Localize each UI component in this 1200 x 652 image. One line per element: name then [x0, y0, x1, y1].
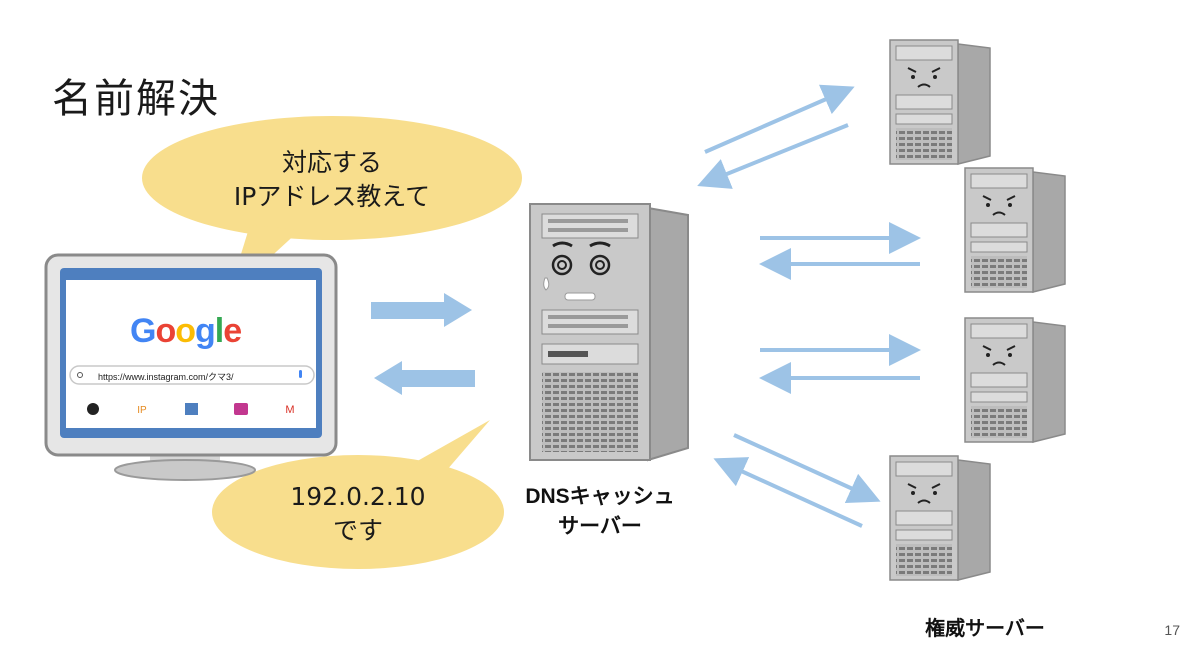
arrow-from-auth-4 [713, 457, 863, 528]
search-input: https://www.instagram.com/クマ3/ [98, 372, 234, 382]
google-letter-o1: o [155, 312, 176, 350]
shortcut-icon-1 [87, 403, 99, 415]
google-letter-g: G [130, 312, 156, 350]
google-letter-g2: g [195, 312, 216, 350]
auth-server-1 [889, 39, 991, 165]
google-logo: Google [130, 312, 242, 351]
google-letter-o2: o [175, 312, 196, 350]
question-text: 対応する IPアドレス教えて [200, 146, 464, 214]
dns-auth-arrows [697, 84, 921, 528]
arrow-from-auth-1 [697, 123, 849, 189]
page-number: 17 [1164, 622, 1180, 638]
answer-line-1: 192.0.2.10 [290, 482, 426, 511]
answer-bubble [212, 420, 504, 569]
slide-title: 名前解決 [52, 76, 220, 122]
shortcut-icon-4 [234, 403, 248, 415]
pc-dns-arrows [371, 293, 475, 395]
mail-icon: M [285, 404, 294, 416]
google-letter-l: l [214, 312, 225, 350]
dns-cache-server [529, 203, 689, 462]
shortcut-icon-3 [185, 403, 198, 415]
answer-line-2: です [332, 516, 383, 545]
question-line-1: 対応する [281, 148, 382, 177]
auth-server-3 [964, 317, 1066, 443]
arrow-to-auth-4 [733, 433, 881, 503]
pc-monitor: IP M [44, 253, 338, 481]
dns-cache-label: DNSキャッシュ サーバー [512, 482, 688, 542]
dns-cache-label-line-2: サーバー [558, 515, 642, 538]
google-letter-e: e [223, 312, 242, 350]
auth-servers-label: 権威サーバー [925, 618, 1045, 640]
shortcut-icon-2: IP [137, 405, 147, 416]
auth-server-4 [889, 455, 991, 581]
arrow-to-auth-1 [704, 84, 855, 154]
question-line-2: IPアドレス教えて [233, 182, 431, 211]
answer-text: 192.0.2.10 です [258, 480, 458, 548]
auth-server-2 [964, 167, 1066, 293]
dns-cache-label-line-1: DNSキャッシュ [525, 485, 675, 508]
